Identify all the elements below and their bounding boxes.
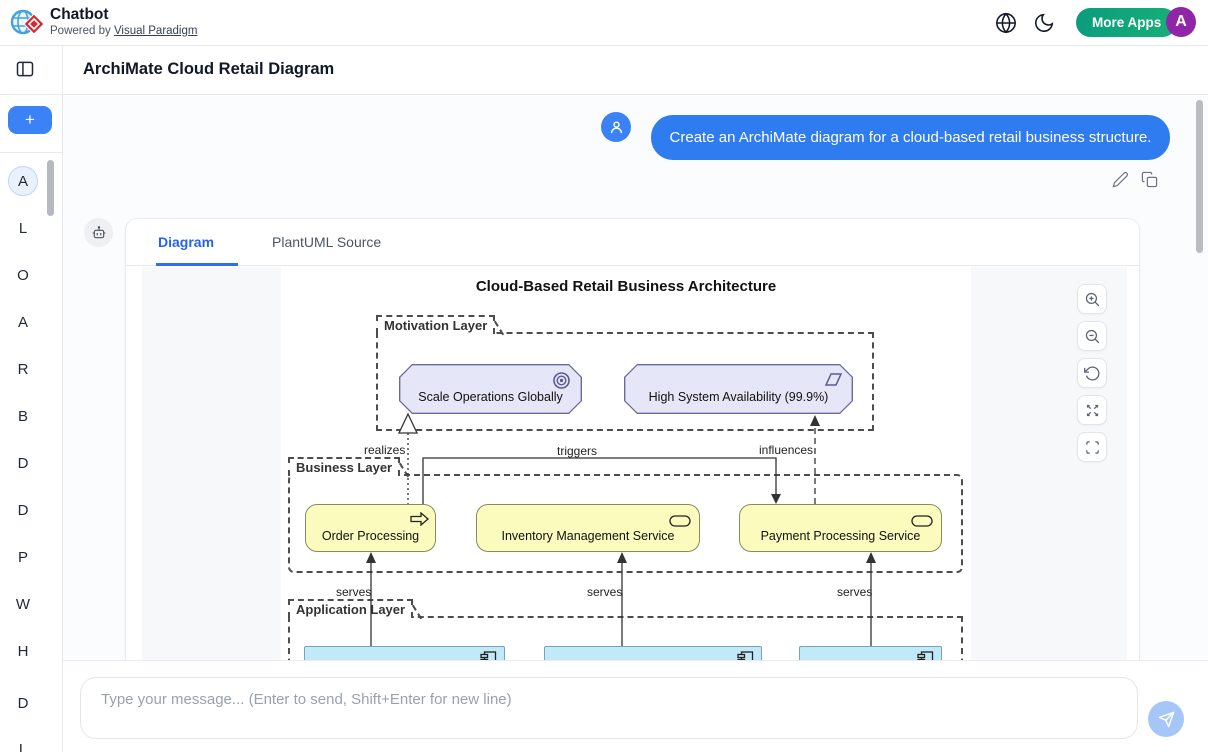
message-composer bbox=[63, 660, 1208, 752]
sidebar-item-conversation[interactable]: W bbox=[15, 595, 31, 613]
chat-message-area: Create an ArchiMate diagram for a cloud-… bbox=[63, 95, 1208, 660]
service-icon bbox=[669, 515, 691, 527]
tab-diagram[interactable]: Diagram bbox=[156, 234, 238, 266]
dark-mode-moon-icon[interactable] bbox=[1033, 12, 1055, 34]
user-message-avatar bbox=[601, 112, 631, 142]
business-process-node: Order Processing bbox=[305, 504, 436, 552]
business-service-node-payment: Payment Processing Service bbox=[739, 504, 942, 552]
zoom-in-button[interactable] bbox=[1077, 284, 1107, 314]
tab-plantuml-source[interactable]: PlantUML Source bbox=[272, 234, 382, 250]
sidebar-divider bbox=[0, 152, 62, 153]
outcome-node-label: High System Availability (99.9%) bbox=[648, 389, 829, 404]
sidebar-item-conversation[interactable]: H bbox=[17, 642, 29, 660]
top-header: Chatbot Powered by Visual Paradigm More … bbox=[0, 0, 1208, 46]
person-icon bbox=[610, 120, 622, 133]
application-layer-group bbox=[288, 616, 963, 660]
goal-node-scale-operations: Scale Operations Globally bbox=[399, 364, 582, 414]
sidebar-item-conversation[interactable]: A bbox=[8, 166, 38, 196]
fullscreen-brackets-icon bbox=[1085, 440, 1099, 454]
sidebar-item-conversation[interactable]: L bbox=[18, 740, 28, 752]
sidebar-item-conversation[interactable]: D bbox=[17, 454, 29, 472]
chat-scrollbar[interactable] bbox=[1196, 100, 1203, 253]
application-component-node bbox=[544, 646, 762, 660]
goal-icon bbox=[553, 372, 570, 389]
bot-avatar bbox=[84, 218, 113, 247]
goal-node-label: Scale Operations Globally bbox=[418, 389, 563, 404]
outcome-icon bbox=[824, 373, 843, 386]
sidebar-item-conversation[interactable]: O bbox=[17, 266, 29, 284]
send-button[interactable] bbox=[1148, 701, 1184, 737]
sidebar-item-conversation[interactable]: A bbox=[17, 313, 28, 331]
process-arrow-icon bbox=[410, 512, 429, 526]
motivation-layer-group bbox=[376, 332, 874, 431]
expand-arrows-icon bbox=[1086, 404, 1098, 416]
visual-paradigm-link[interactable]: Visual Paradigm bbox=[113, 25, 198, 37]
business-service-label: Inventory Management Service bbox=[501, 529, 675, 543]
sidebar-divider bbox=[0, 94, 62, 95]
sidebar-item-conversation[interactable]: L bbox=[18, 219, 28, 237]
application-component-node bbox=[799, 646, 942, 660]
relation-label-influences: influences bbox=[759, 443, 814, 457]
relation-label-serves: serves bbox=[587, 585, 623, 599]
new-chat-button[interactable]: + bbox=[8, 106, 52, 134]
service-icon bbox=[911, 515, 933, 527]
sidebar-item-conversation[interactable]: D bbox=[17, 694, 29, 712]
diagram-viewport[interactable]: Cloud-Based Retail Business Architecture… bbox=[142, 267, 1127, 660]
user-message-bubble: Create an ArchiMate diagram for a cloud-… bbox=[651, 115, 1170, 160]
business-layer-label: Business Layer bbox=[288, 457, 401, 476]
zoom-in-icon bbox=[1085, 292, 1099, 306]
sidebar-item-conversation[interactable]: R bbox=[17, 360, 29, 378]
sidebar-item-conversation[interactable]: B bbox=[17, 407, 28, 425]
more-apps-button[interactable]: More Apps bbox=[1076, 8, 1178, 37]
business-service-node-inventory: Inventory Management Service bbox=[476, 504, 700, 552]
business-process-label: Order Processing bbox=[321, 529, 420, 543]
powered-by-text: Powered by bbox=[50, 25, 114, 37]
send-paper-plane-icon bbox=[1158, 711, 1174, 727]
conversation-sidebar: + A L O A R B D D P W H D L bbox=[0, 46, 63, 752]
reset-view-button[interactable] bbox=[1077, 358, 1107, 388]
zoom-out-icon bbox=[1085, 329, 1099, 343]
application-component-node bbox=[304, 646, 505, 660]
robot-icon bbox=[92, 225, 105, 238]
conversation-title-bar: ArchiMate Cloud Retail Diagram bbox=[63, 46, 1208, 95]
outcome-node-availability: High System Availability (99.9%) bbox=[624, 364, 853, 414]
diagram-zoom-controls bbox=[1077, 284, 1107, 462]
expand-button[interactable] bbox=[1077, 395, 1107, 425]
relation-label-serves: serves bbox=[336, 585, 372, 599]
copy-message-icon[interactable] bbox=[1141, 171, 1158, 188]
edit-message-pencil-icon[interactable] bbox=[1112, 171, 1129, 188]
sidebar-toggle-icon[interactable] bbox=[15, 59, 35, 79]
zoom-out-button[interactable] bbox=[1077, 321, 1107, 351]
visual-paradigm-logo-icon bbox=[10, 9, 45, 35]
fullscreen-button[interactable] bbox=[1077, 432, 1107, 462]
reset-rotate-icon bbox=[1083, 366, 1099, 381]
result-tabbar: Diagram PlantUML Source bbox=[126, 219, 1139, 266]
sidebar-item-conversation[interactable]: D bbox=[17, 501, 29, 519]
business-service-label: Payment Processing Service bbox=[760, 529, 921, 543]
language-globe-icon[interactable] bbox=[995, 12, 1017, 34]
diagram-title: Cloud-Based Retail Business Architecture bbox=[475, 278, 777, 295]
diagram-canvas: Cloud-Based Retail Business Architecture… bbox=[281, 267, 971, 660]
component-icon bbox=[480, 651, 497, 660]
relation-label-triggers: triggers bbox=[557, 444, 598, 458]
sidebar-scrollbar[interactable] bbox=[47, 160, 54, 216]
relation-label-serves: serves bbox=[837, 585, 873, 599]
application-layer-label: Application Layer bbox=[288, 599, 414, 618]
sidebar-item-conversation[interactable]: P bbox=[17, 548, 28, 566]
user-avatar-badge[interactable]: A bbox=[1166, 7, 1196, 37]
message-input[interactable] bbox=[80, 677, 1138, 739]
page-title: ArchiMate Cloud Retail Diagram bbox=[83, 60, 335, 78]
relation-label-realizes: realizes bbox=[364, 443, 406, 457]
component-icon bbox=[737, 651, 754, 660]
component-icon bbox=[917, 651, 934, 660]
bot-response-card: Diagram PlantUML Source Cloud-Based Reta… bbox=[125, 218, 1140, 660]
motivation-layer-label: Motivation Layer bbox=[376, 315, 496, 334]
powered-by: Powered by Visual Paradigm bbox=[50, 25, 197, 37]
app-title: Chatbot bbox=[50, 6, 109, 23]
